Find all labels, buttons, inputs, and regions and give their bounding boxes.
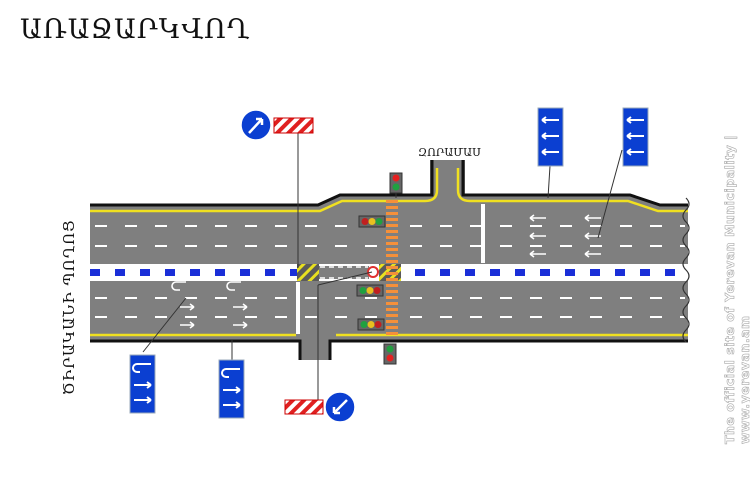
- street-name-label: ԾԻՐԱԿԱՆԻ ՊՈՂՈՑ: [60, 219, 78, 395]
- page-title: ԱՌԱՋԱՐԿՎՈՂ: [20, 14, 251, 45]
- lane-arrows: [171, 214, 601, 329]
- keep-right-sign-top: [240, 109, 314, 141]
- road-break-edge: [682, 197, 690, 343]
- keep-left-sign-bottom: [284, 391, 356, 423]
- traffic-light-1: [358, 215, 386, 228]
- lane-markings: [95, 204, 685, 334]
- lane-sign-top-2: [622, 107, 649, 167]
- lane-sign-bottom-1: [129, 354, 156, 414]
- traffic-light-2: [356, 284, 384, 297]
- branch-road-label: ԶՈՐԱՄԱՍ: [418, 146, 481, 159]
- traffic-light-3: [357, 318, 385, 331]
- lane-sign-bottom-2: [218, 359, 245, 419]
- pedestrian-light-top: [389, 172, 403, 194]
- watermark: The official site of Yerevan Municipalit…: [722, 134, 750, 444]
- pedestrian-light-bottom: [383, 343, 397, 365]
- pointer-lines: [142, 133, 623, 400]
- lane-sign-top-1: [537, 107, 564, 167]
